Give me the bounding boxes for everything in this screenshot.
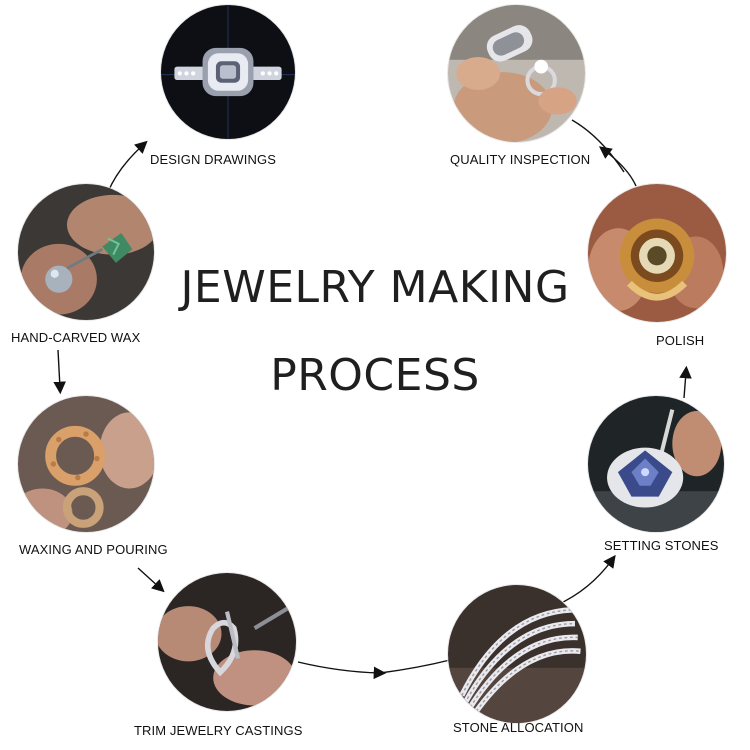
arrow-waxing-to-trim [137, 567, 165, 593]
ring-polishing-image [588, 184, 726, 322]
title-line-1: JEWELRY MAKING [180, 262, 570, 313]
arrow-trim-to-stone [297, 661, 387, 680]
stone-setting-image [588, 396, 724, 532]
step-waxing-and-pouring-label: WAXING AND POURING [19, 542, 168, 557]
wax-ring-image [18, 396, 154, 532]
step-design-drawings-label: DESIGN DRAWINGS [150, 152, 276, 167]
arrow-wax-to-design [107, 140, 148, 193]
step-hand-carved-wax-label: HAND-CARVED WAX [11, 330, 141, 345]
arrow-carved-to-waxing [53, 349, 66, 395]
arrow-stone-connector [379, 659, 451, 674]
wax-carving-image [18, 184, 154, 320]
arrow-setting-to-polish [679, 365, 692, 399]
ring-inspection-image [448, 5, 585, 142]
step-stone-allocation-label: STONE ALLOCATION [453, 720, 584, 735]
step-polish-label: POLISH [656, 333, 705, 348]
title-line-2: PROCESS [270, 350, 480, 401]
step-setting-stones-label: SETTING STONES [604, 538, 719, 553]
arrow-polish-to-inspection [598, 146, 637, 187]
step-trim-jewelry-castings-label: TRIM JEWELRY CASTINGS [134, 723, 303, 738]
arrow-stone-to-setting [556, 554, 616, 606]
casting-trim-image [158, 573, 296, 711]
arrow-inspection-connector [571, 119, 625, 173]
diamond-rings-stack-image [448, 585, 586, 723]
step-quality-inspection-label: QUALITY INSPECTION [450, 152, 591, 167]
ring-design-render-image [161, 5, 295, 139]
